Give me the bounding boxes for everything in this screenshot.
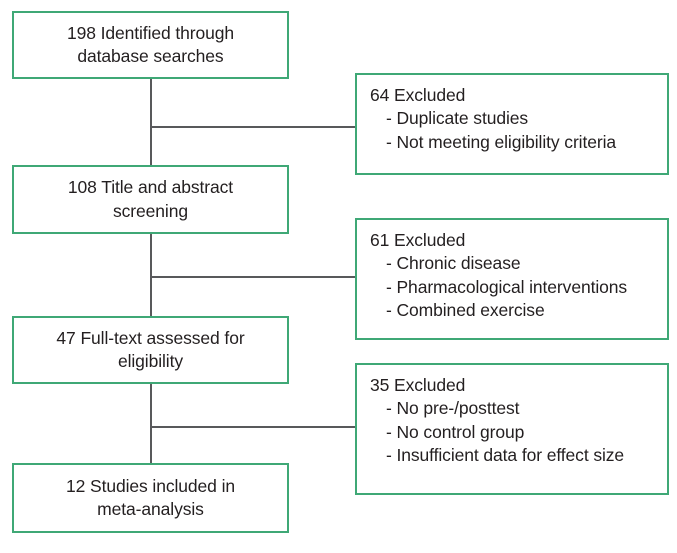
exclusion-2-reason-3: - Combined exercise	[386, 299, 545, 320]
exclusion-2-reason-2: - Pharmacological interventions	[386, 276, 628, 297]
stage-eligibility-line-2: eligibility	[117, 351, 184, 371]
stage-identification-line-2: database searches	[77, 46, 224, 66]
stage-included-line-1: 12 Studies included in	[65, 475, 236, 496]
stage-screening-line-2: screening	[113, 200, 188, 221]
stage-box-screening: 108 Title and abstract screening	[12, 165, 289, 234]
exclusion-3-heading: 35 Excluded	[370, 375, 466, 395]
connector-eligibility-to-included	[150, 384, 152, 463]
exclusion-box-3: 35 Excluded - No pre-/posttest - No cont…	[355, 363, 669, 495]
exclusion-box-2: 61 Excluded - Chronic disease - Pharmaco…	[355, 218, 669, 340]
exclusion-box-1: 64 Excluded - Duplicate studies - Not me…	[355, 73, 669, 175]
exclusion-1-heading: 64 Excluded	[370, 85, 466, 105]
stage-identification-line-1: 198 Identified through	[66, 22, 235, 43]
stage-box-eligibility: 47 Full-text assessed for eligibility	[12, 316, 289, 384]
exclusion-1-reason-1: - Duplicate studies	[386, 108, 529, 129]
stage-box-included: 12 Studies included in meta-analysis	[12, 463, 289, 533]
exclusion-3-reason-3: - Insufficient data for effect size	[386, 444, 625, 465]
stage-box-identification: 198 Identified through database searches	[12, 11, 289, 79]
connector-identification-to-screening	[150, 79, 152, 165]
exclusion-1-reason-2: - Not meeting eligibility criteria	[386, 131, 617, 152]
exclusion-3-reason-2: - No control group	[386, 421, 525, 442]
connector-screening-to-eligibility	[150, 234, 152, 316]
exclusion-2-reason-1: - Chronic disease	[386, 253, 521, 274]
exclusion-2-heading: 61 Excluded	[370, 230, 466, 250]
connector-branch-exclusion-2	[150, 276, 357, 278]
stage-included-line-2: meta-analysis	[97, 499, 204, 519]
exclusion-3-reason-1: - No pre-/posttest	[386, 398, 520, 419]
connector-branch-exclusion-3	[150, 426, 357, 428]
stage-eligibility-line-1: 47 Full-text assessed for	[56, 327, 245, 348]
stage-screening-line-1: 108 Title and abstract	[67, 177, 234, 198]
connector-branch-exclusion-1	[150, 126, 357, 128]
